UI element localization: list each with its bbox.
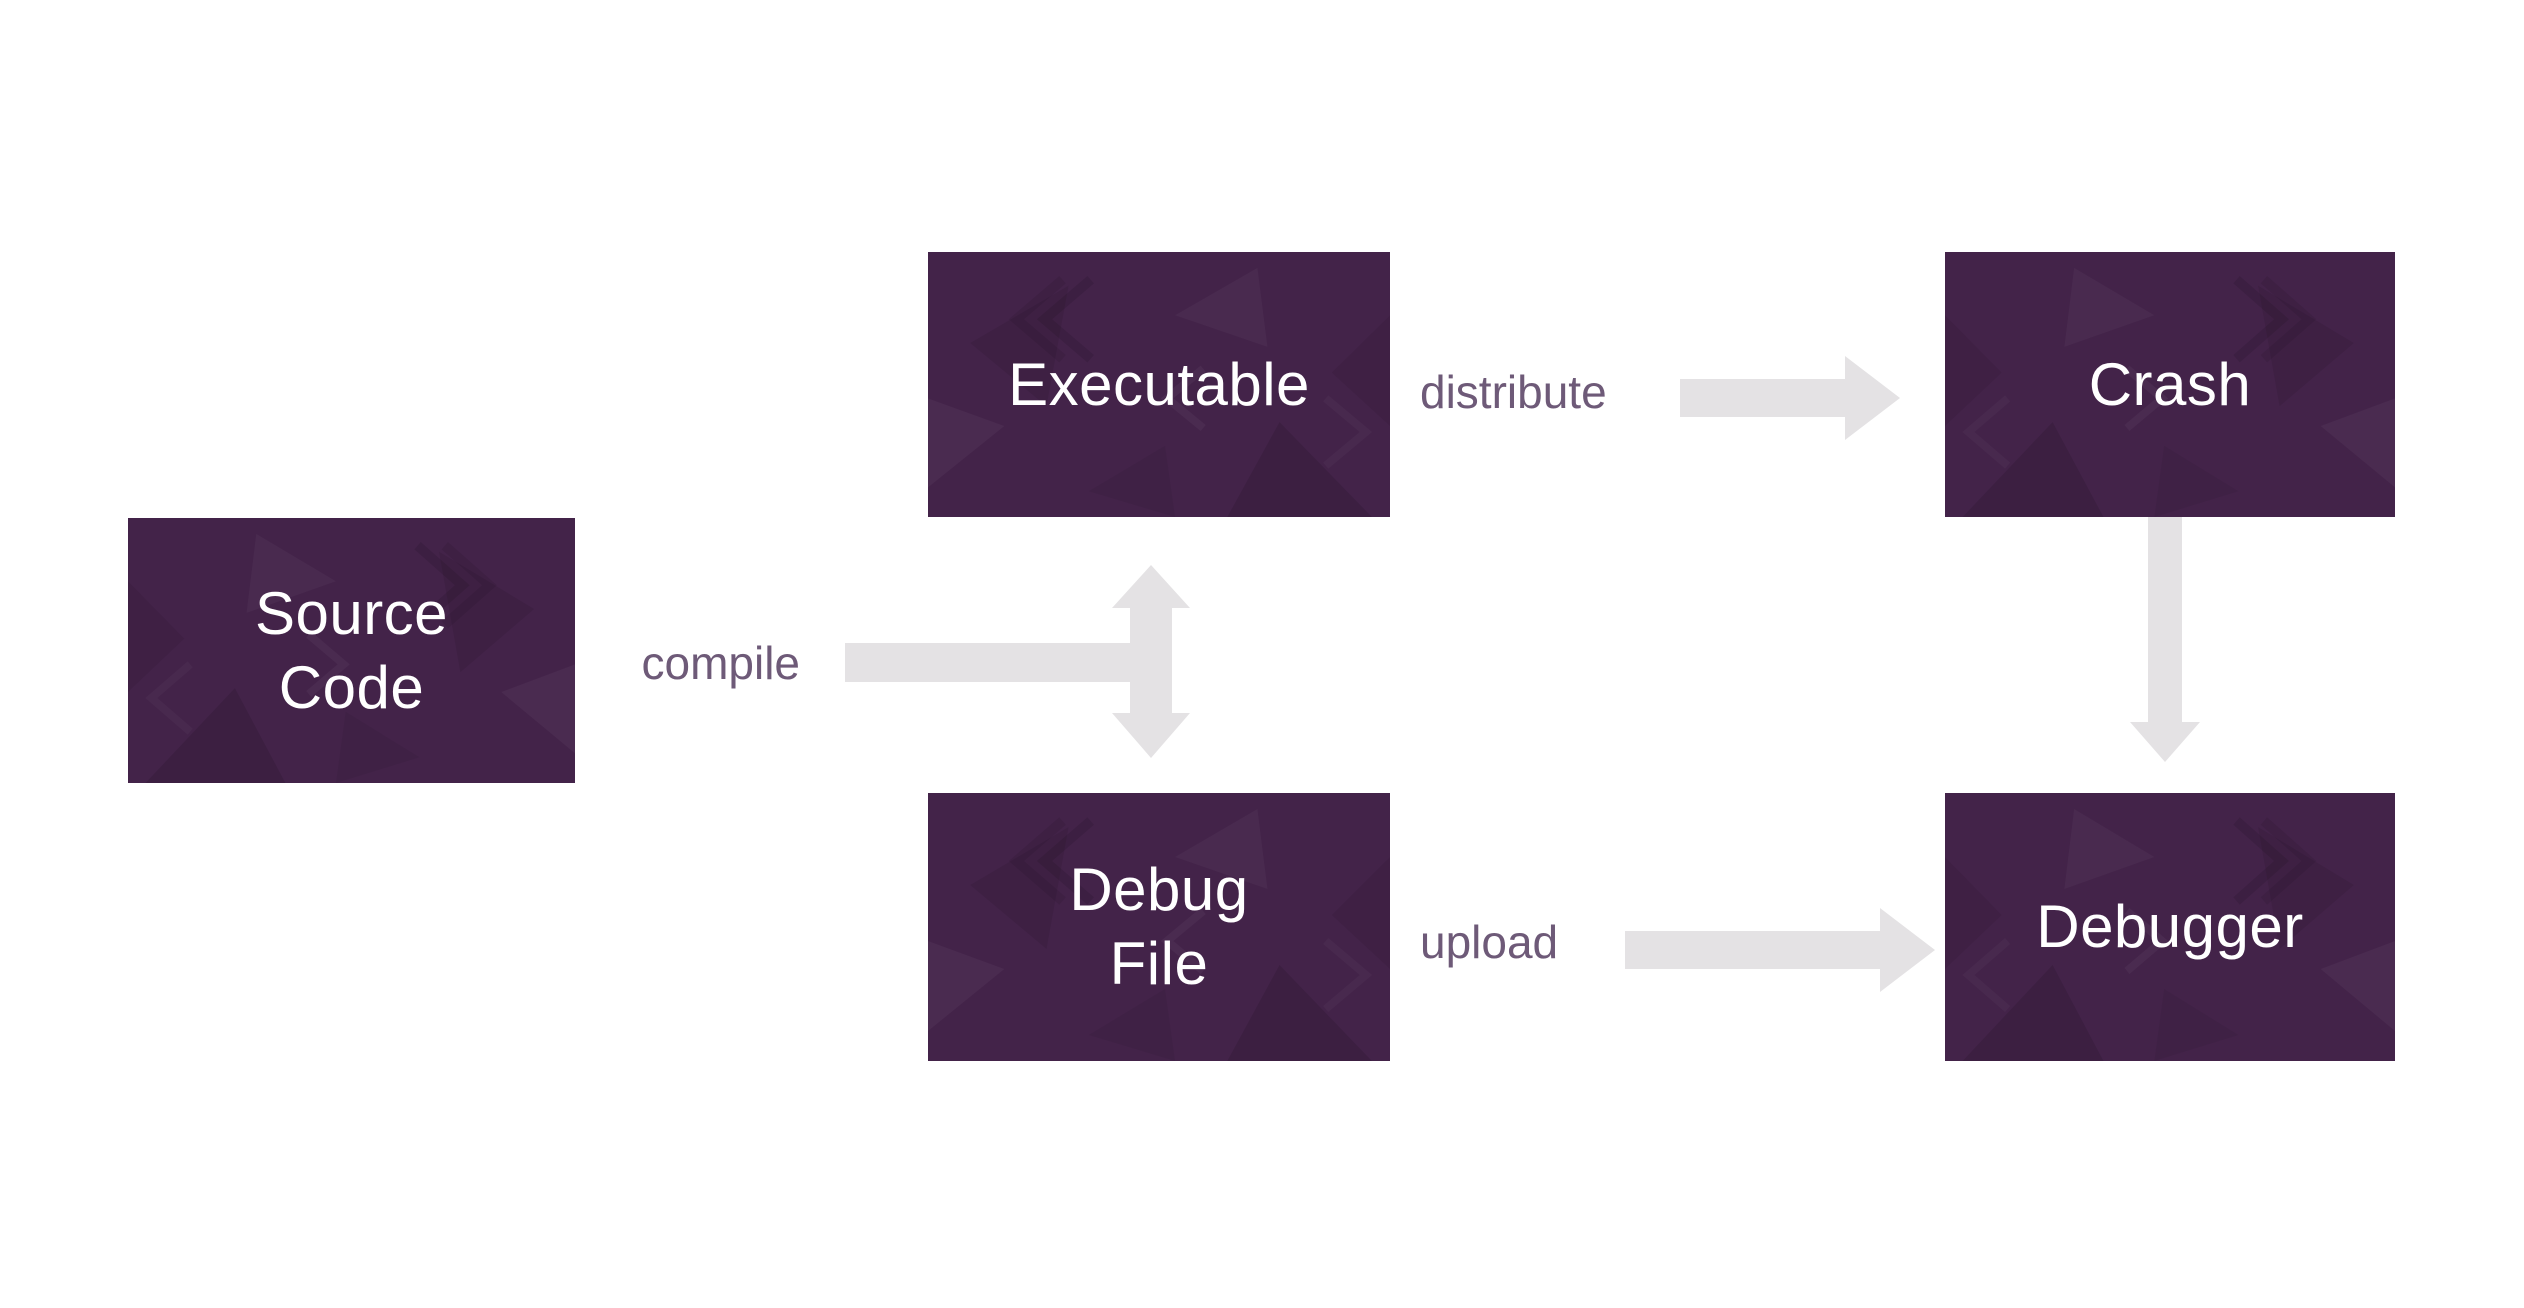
node-line: Crash xyxy=(2088,350,2252,418)
node-line: Executable xyxy=(1008,350,1310,418)
node-line: Code xyxy=(278,653,425,721)
node-crash: Crash xyxy=(1945,252,2395,517)
node-debugger: Debugger xyxy=(1945,793,2395,1061)
node-line: Source xyxy=(254,579,449,647)
node-crash-label: Crash xyxy=(1945,252,2395,517)
edge-label-distribute: distribute xyxy=(1420,366,1607,418)
node-source-code-label: Source Code xyxy=(128,518,575,783)
edge-label-compile: compile xyxy=(641,637,800,689)
node-debugger-label: Debugger xyxy=(1945,793,2395,1061)
node-executable: Executable xyxy=(928,252,1390,517)
node-debug-file-label: Debug File xyxy=(928,793,1390,1061)
node-line: Debug xyxy=(1069,856,1249,923)
node-executable-label: Executable xyxy=(928,252,1390,517)
compile-arrow xyxy=(845,565,1190,758)
crash-to-debugger-arrow xyxy=(2130,517,2200,762)
node-line: Debugger xyxy=(2036,893,2304,960)
node-source-code: Source Code xyxy=(128,518,575,783)
edge-label-upload: upload xyxy=(1420,916,1559,968)
node-debug-file: Debug File xyxy=(928,793,1390,1061)
node-line: File xyxy=(1109,930,1209,997)
